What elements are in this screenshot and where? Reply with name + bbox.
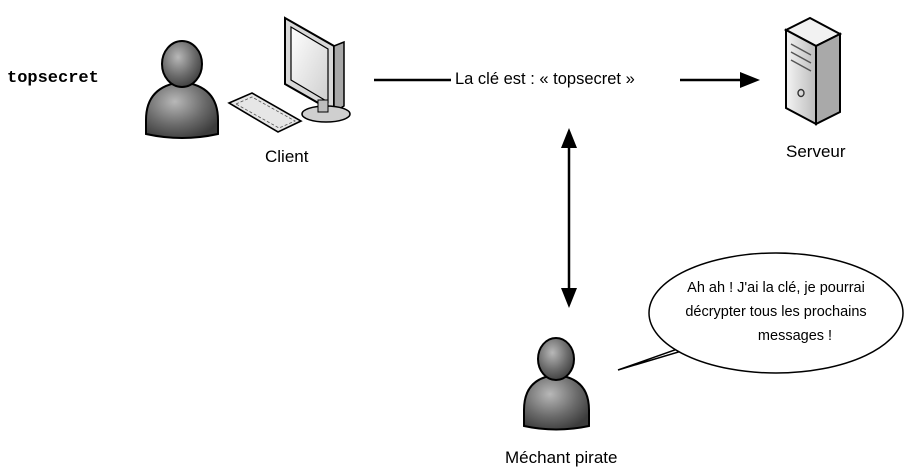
- speech-bubble-line: Ah ah ! J'ai la clé, je pourrai: [687, 280, 865, 296]
- server-tower-icon: [783, 16, 843, 126]
- computer-monitor-icon: [284, 16, 351, 123]
- speech-bubble-text: Ah ah ! J'ai la clé, je pourrai décrypte…: [651, 276, 901, 348]
- speech-bubble-line: décrypter tous les prochains: [685, 304, 867, 320]
- client-label: Client: [265, 147, 309, 166]
- speech-bubble: [617, 252, 904, 374]
- message-arrow: [374, 72, 760, 88]
- secret-key-label: topsecret: [7, 69, 99, 88]
- attacker-person-icon: [523, 337, 590, 431]
- server-label: Serveur: [786, 142, 846, 161]
- message-label: La clé est : « topsecret »: [455, 70, 635, 88]
- client-person-icon: [145, 40, 219, 139]
- speech-bubble-line: messages !: [757, 328, 833, 344]
- keyboard-icon: [227, 92, 303, 133]
- attacker-label: Méchant pirate: [505, 448, 618, 467]
- interception-arrow: [561, 128, 577, 308]
